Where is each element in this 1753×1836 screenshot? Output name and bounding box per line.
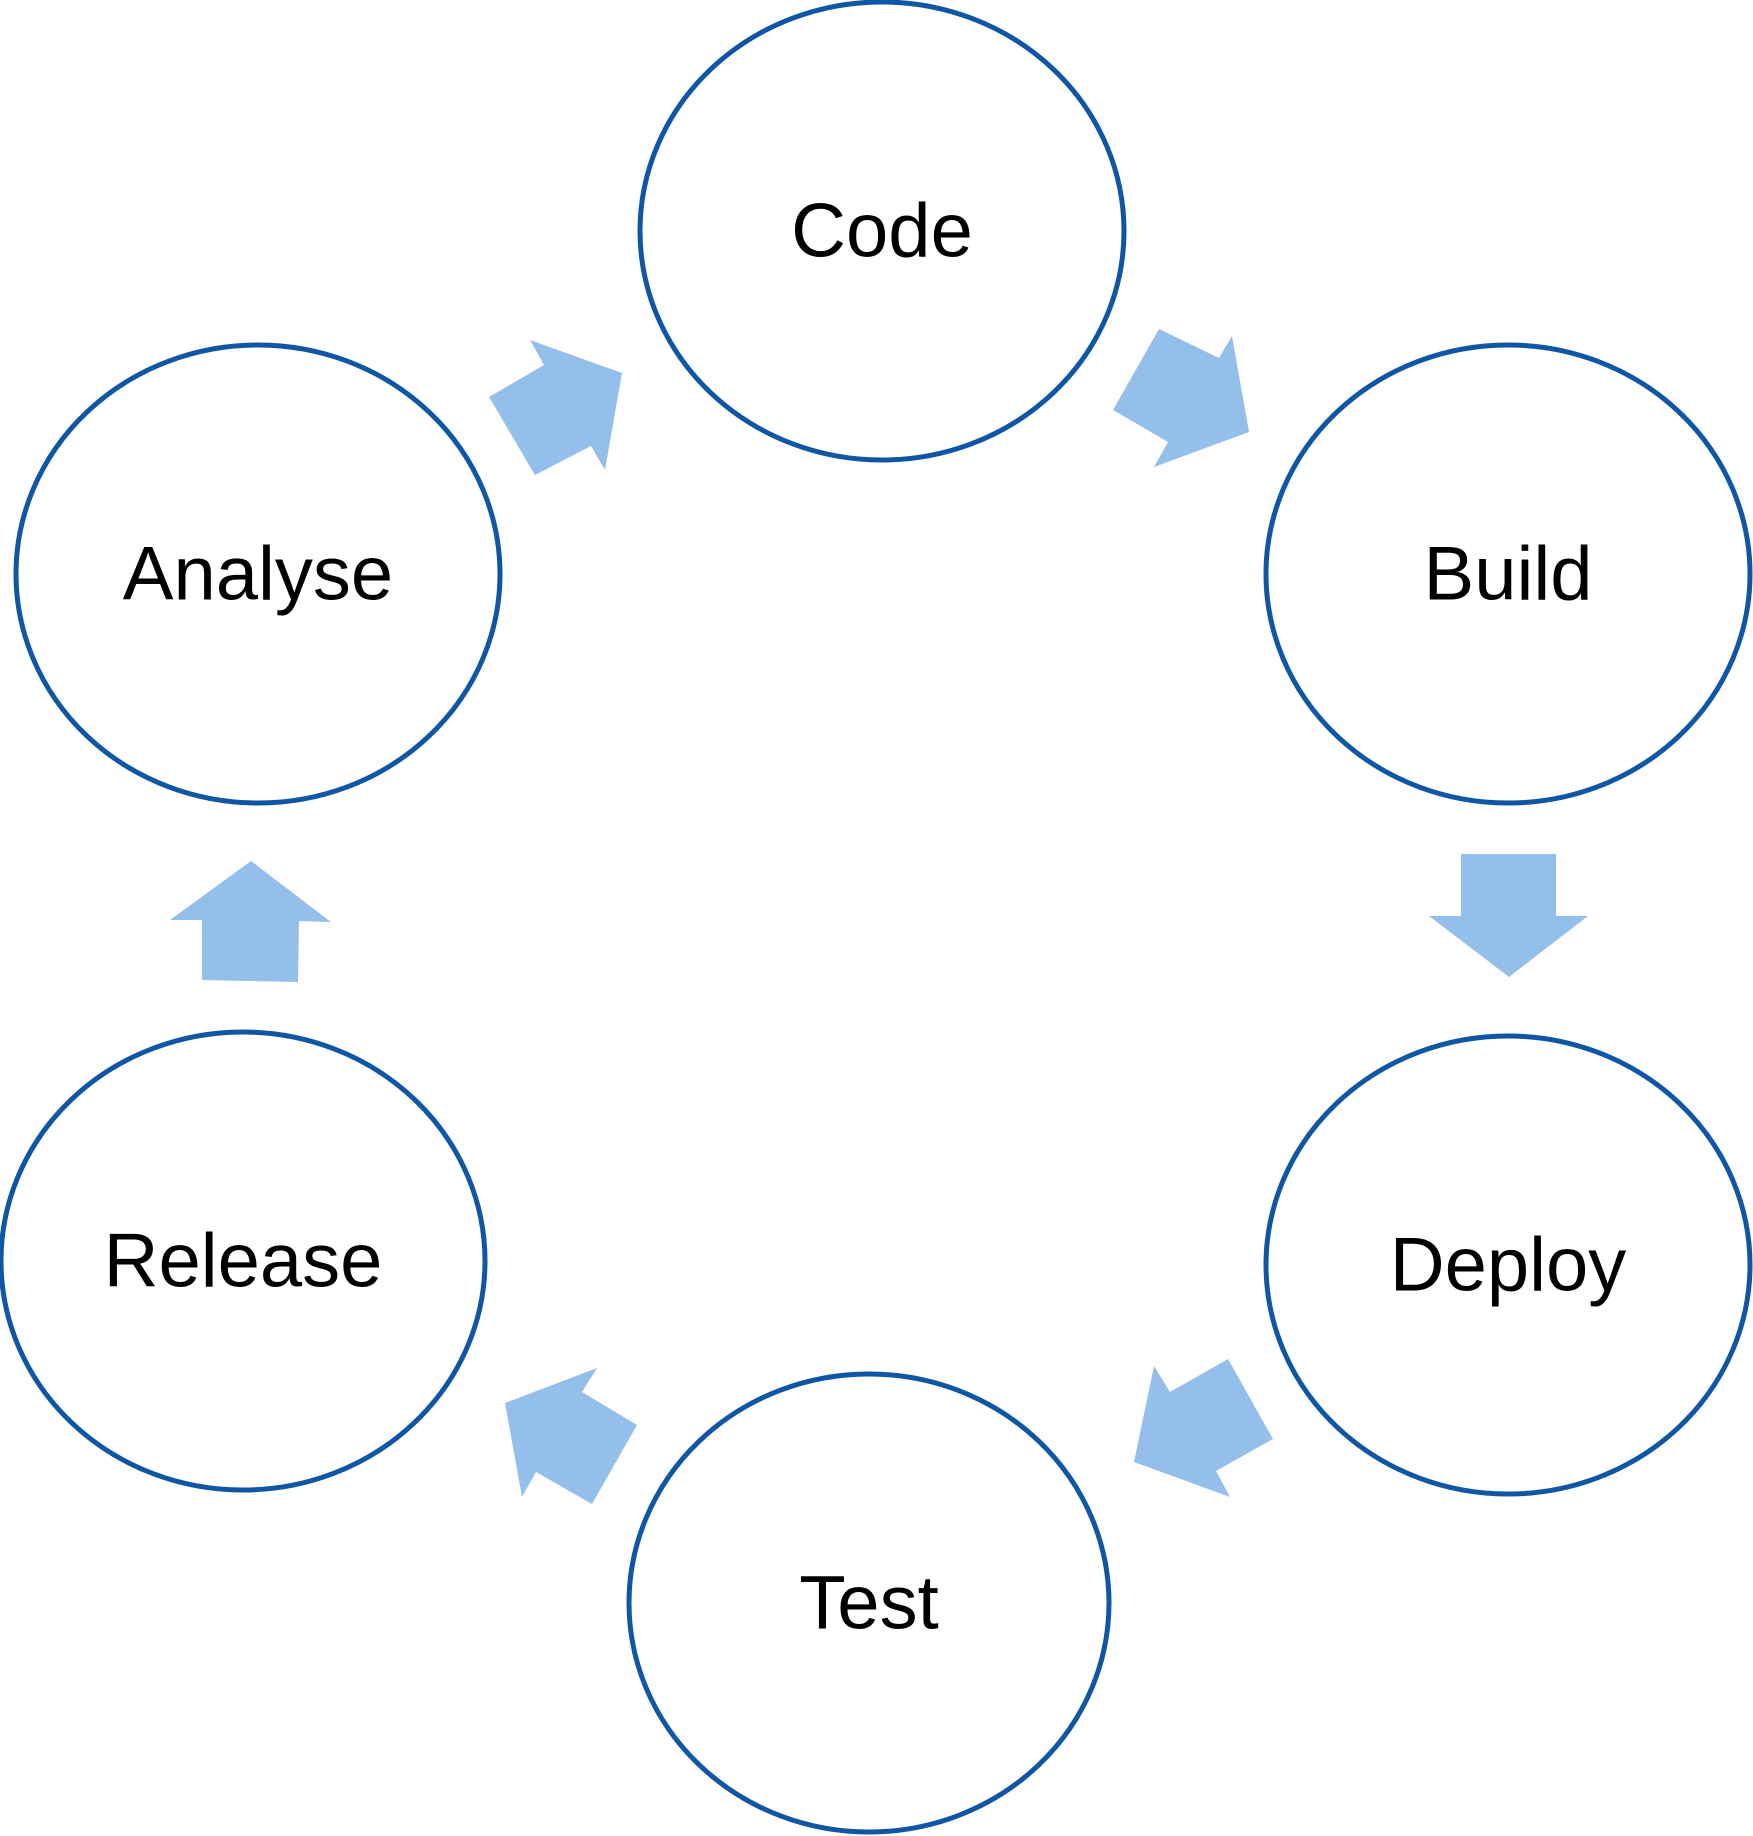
arrow-test-to-release — [505, 1368, 637, 1504]
arrow-release-to-analyse — [170, 861, 331, 982]
stage-analyse: Analyse — [13, 342, 503, 806]
arrow-deploy-to-test — [1134, 1359, 1273, 1497]
stage-release: Release — [0, 1029, 488, 1493]
stage-label-release: Release — [104, 1219, 383, 1304]
stage-code: Code — [637, 0, 1127, 463]
stage-label-code: Code — [791, 189, 973, 274]
arrow-build-to-deploy — [1429, 854, 1588, 977]
stage-label-deploy: Deploy — [1390, 1223, 1627, 1308]
stage-build: Build — [1263, 342, 1753, 806]
stage-deploy: Deploy — [1263, 1033, 1753, 1497]
stage-label-analyse: Analyse — [123, 532, 393, 617]
stage-test: Test — [626, 1371, 1112, 1835]
stage-label-test: Test — [799, 1561, 938, 1646]
stage-label-build: Build — [1424, 532, 1593, 617]
arrow-code-to-build — [1113, 329, 1249, 467]
arrow-analyse-to-code — [489, 340, 622, 475]
